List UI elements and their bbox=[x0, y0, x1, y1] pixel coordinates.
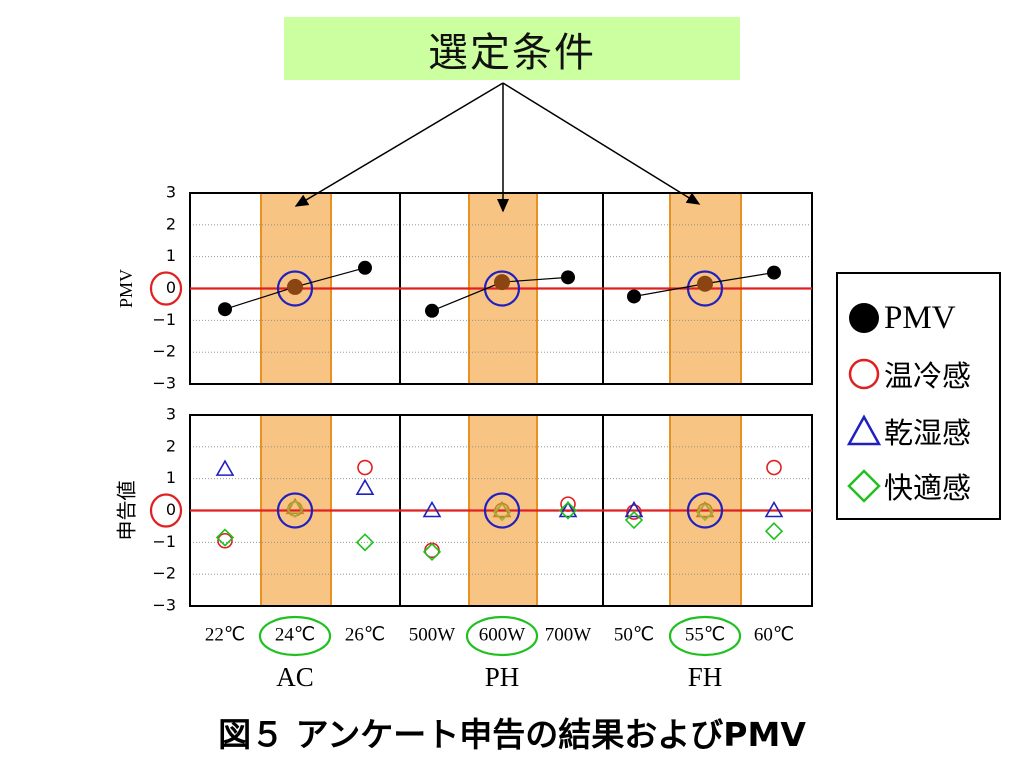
x-tick-label: 24℃ bbox=[275, 624, 315, 645]
legend-label-humidity: 乾湿感 bbox=[884, 416, 972, 450]
warmth-point bbox=[626, 504, 642, 520]
open-diamond-icon bbox=[847, 469, 881, 503]
y-tick-label: −2 bbox=[152, 564, 176, 583]
x-tick-label: 55℃ bbox=[685, 624, 725, 645]
zero-label-ring bbox=[149, 271, 183, 306]
y-tick-label: 0 bbox=[166, 278, 176, 297]
pmv-point bbox=[358, 260, 372, 275]
pmv-point bbox=[767, 265, 781, 280]
x-tick-label: 22℃ bbox=[205, 624, 245, 645]
comfort-point bbox=[558, 501, 578, 520]
selected-condition-ring bbox=[276, 492, 314, 529]
zero-label-ring bbox=[149, 493, 183, 528]
pmv-point bbox=[561, 270, 575, 285]
warmth-point bbox=[560, 496, 576, 512]
humidity-point bbox=[695, 500, 715, 518]
pmv-point bbox=[425, 303, 439, 318]
y-tick-label: −3 bbox=[152, 374, 176, 393]
humidity-point bbox=[422, 500, 442, 518]
legend-item-warmth: 温冷感 bbox=[846, 352, 971, 396]
y-tick-label: −3 bbox=[152, 596, 176, 615]
humidity-point bbox=[355, 478, 375, 496]
comfort-point bbox=[695, 502, 715, 522]
y-tick-label: 0 bbox=[166, 500, 176, 519]
comfort-point bbox=[355, 533, 375, 552]
selected-condition-ring bbox=[686, 270, 724, 307]
y-tick-label: 2 bbox=[166, 436, 176, 455]
pmv-point bbox=[218, 302, 232, 317]
pmv-point bbox=[287, 278, 303, 295]
legend-label-pmv: PMV bbox=[884, 299, 956, 336]
x-tick-label: 600W bbox=[479, 624, 526, 645]
selected-condition-label-ring bbox=[668, 615, 742, 657]
humidity-point bbox=[558, 500, 578, 518]
legend-item-humidity: 乾湿感 bbox=[846, 409, 971, 453]
y-tick-label: 3 bbox=[166, 405, 176, 424]
pmv-point bbox=[627, 289, 641, 304]
comfort-point bbox=[624, 510, 644, 530]
selected-condition-label-ring bbox=[465, 615, 539, 657]
legend-item-pmv: PMV bbox=[846, 296, 956, 340]
comfort-point bbox=[492, 502, 512, 522]
filled-circle-icon bbox=[849, 303, 879, 333]
group-label: FH bbox=[688, 662, 723, 692]
selection-condition-banner: 選定条件 bbox=[284, 17, 740, 80]
pmv-point bbox=[494, 274, 510, 291]
y-tick-label: 3 bbox=[166, 183, 176, 202]
y-tick-label: 1 bbox=[166, 468, 176, 487]
selection-arrow bbox=[294, 82, 504, 207]
selected-condition-ring bbox=[483, 492, 521, 529]
pmv-point bbox=[697, 275, 713, 292]
x-tick-label: 50℃ bbox=[614, 624, 654, 645]
legend-label-warmth: 温冷感 bbox=[884, 359, 972, 393]
y-tick-label: 1 bbox=[166, 246, 176, 265]
humidity-point bbox=[285, 497, 305, 515]
x-tick-label: 26℃ bbox=[345, 624, 385, 645]
selected-condition-label-ring bbox=[258, 615, 332, 657]
y-tick-label: −2 bbox=[152, 342, 176, 361]
warmth-point bbox=[217, 532, 233, 549]
x-tick-label: 500W bbox=[409, 624, 456, 645]
open-circle-icon bbox=[848, 358, 880, 390]
group-label: AC bbox=[276, 662, 314, 692]
legend-item-comfort: 快適感 bbox=[846, 464, 971, 508]
comfort-point bbox=[422, 542, 442, 562]
selected-condition-ring bbox=[686, 492, 724, 529]
legend: PMV 温冷感 乾湿感 快適感 bbox=[836, 272, 1001, 520]
x-tick-label: 60℃ bbox=[754, 624, 794, 645]
y-axis-label: PMV bbox=[116, 269, 136, 308]
humidity-point bbox=[492, 500, 512, 518]
warmth-point bbox=[766, 459, 782, 476]
x-tick-label: 700W bbox=[545, 624, 592, 645]
y-tick-label: −1 bbox=[152, 310, 176, 329]
humidity-point bbox=[764, 500, 784, 518]
group-label: PH bbox=[485, 662, 520, 692]
legend-label-comfort: 快適感 bbox=[884, 471, 972, 505]
y-tick-label: 2 bbox=[166, 214, 176, 233]
y-tick-label: −1 bbox=[152, 532, 176, 551]
comfort-point bbox=[764, 522, 784, 541]
warmth-point bbox=[357, 459, 373, 476]
open-triangle-icon bbox=[846, 414, 882, 446]
selected-condition-ring bbox=[276, 270, 314, 307]
selection-arrow bbox=[502, 82, 701, 205]
comfort-point bbox=[215, 528, 235, 547]
comfort-point bbox=[285, 499, 305, 519]
y-axis-label: 申告値 bbox=[115, 481, 139, 541]
humidity-point bbox=[624, 500, 644, 518]
humidity-point bbox=[215, 459, 235, 476]
figure-caption: 図５ アンケート申告の結果およびPMV bbox=[218, 715, 806, 754]
